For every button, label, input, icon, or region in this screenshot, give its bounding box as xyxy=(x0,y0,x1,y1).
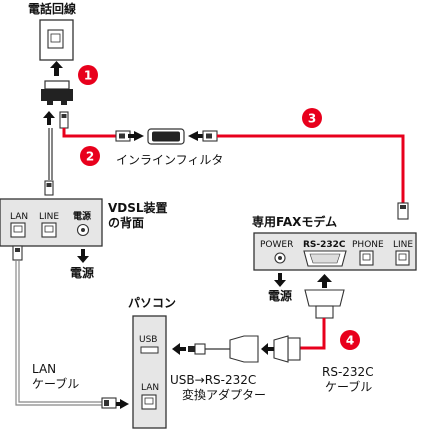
fax-power-jack xyxy=(274,252,286,264)
up-arrow-2 xyxy=(43,111,55,125)
svg-text:3: 3 xyxy=(308,112,316,126)
rs232c-up-arrow xyxy=(317,274,332,288)
plug-splitter-right xyxy=(59,111,69,129)
vdsl-line-port xyxy=(41,222,57,238)
fax-port-rs232c-label: RS-232C xyxy=(303,240,346,250)
power-arrow-fax xyxy=(274,273,286,287)
badge-1: 1 xyxy=(78,65,98,85)
left-arrow-usb xyxy=(172,343,186,355)
fax-port-line-label: LINE xyxy=(393,240,413,250)
svg-text:2: 2 xyxy=(86,150,94,164)
lan-cable-label-1: LAN xyxy=(32,362,56,376)
pc-port-usb-label: USB xyxy=(139,335,157,345)
rs232c-plug-adapter xyxy=(273,335,301,363)
rs232c-plug-fax xyxy=(304,289,345,319)
badge-3: 3 xyxy=(302,108,322,128)
lan-plug-vdsl xyxy=(12,245,23,261)
fax-line-plug xyxy=(397,202,409,220)
modular-splitter xyxy=(41,80,73,105)
vdsl-power-label: 電源 xyxy=(70,265,94,280)
fax-line-port xyxy=(395,250,410,266)
badge-4: 4 xyxy=(340,330,360,350)
svg-text:4: 4 xyxy=(346,334,354,348)
fax-power-label: 電源 xyxy=(268,288,292,303)
usb-rs232c-adapter xyxy=(188,335,259,363)
down-arrow-vdsl-plug xyxy=(44,180,54,196)
wall-jack-label: 電話回線 xyxy=(28,1,76,16)
inline-filter-label: インラインフィルタ xyxy=(116,153,223,167)
fax-port-phone-label: PHONE xyxy=(352,240,384,250)
svg-text:1: 1 xyxy=(84,69,92,83)
vdsl-port-power-label: 電源 xyxy=(73,210,91,222)
vdsl-port-line-label: LINE xyxy=(39,212,59,222)
vdsl-lan-port xyxy=(10,222,26,238)
vdsl-panel: LAN LINE 電源 xyxy=(0,198,103,247)
rs232c-cable-label-1: RS-232C xyxy=(322,365,374,379)
usb-adapter-label-2: 変換アダプター xyxy=(182,387,266,402)
vdsl-power-jack xyxy=(76,223,90,237)
pc-panel: USB LAN xyxy=(132,315,167,429)
lan-plug-pc xyxy=(101,397,129,409)
wall-jack xyxy=(39,19,74,61)
fax-phone-port xyxy=(359,250,374,266)
up-arrow-1 xyxy=(50,61,63,76)
rs232c-cable-label-2: ケーブル xyxy=(325,379,372,394)
lan-cable-label-2: ケーブル xyxy=(32,376,79,391)
inline-filter xyxy=(115,128,218,145)
power-arrow-vdsl xyxy=(77,249,89,263)
fax-port-power-label: POWER xyxy=(260,240,293,250)
fax-modem-panel: POWER RS-232C PHONE LINE xyxy=(253,232,417,271)
fax-rs232c-port xyxy=(303,250,347,267)
usb-adapter-label-1: USB→RS-232C xyxy=(170,373,256,387)
badge-2: 2 xyxy=(80,146,100,166)
pc-lan-port xyxy=(141,394,157,410)
vdsl-back-label-1: VDSL装置 xyxy=(108,200,168,215)
pc-usb-port xyxy=(140,346,159,354)
vdsl-back-label-2: の背面 xyxy=(108,215,144,230)
fax-modem-label: 専用FAXモデム xyxy=(252,214,337,229)
vdsl-port-lan-label: LAN xyxy=(10,212,28,222)
pc-port-lan-label: LAN xyxy=(141,383,159,393)
left-arrow-rs232c xyxy=(261,343,274,355)
pc-label: パソコン xyxy=(128,296,176,310)
